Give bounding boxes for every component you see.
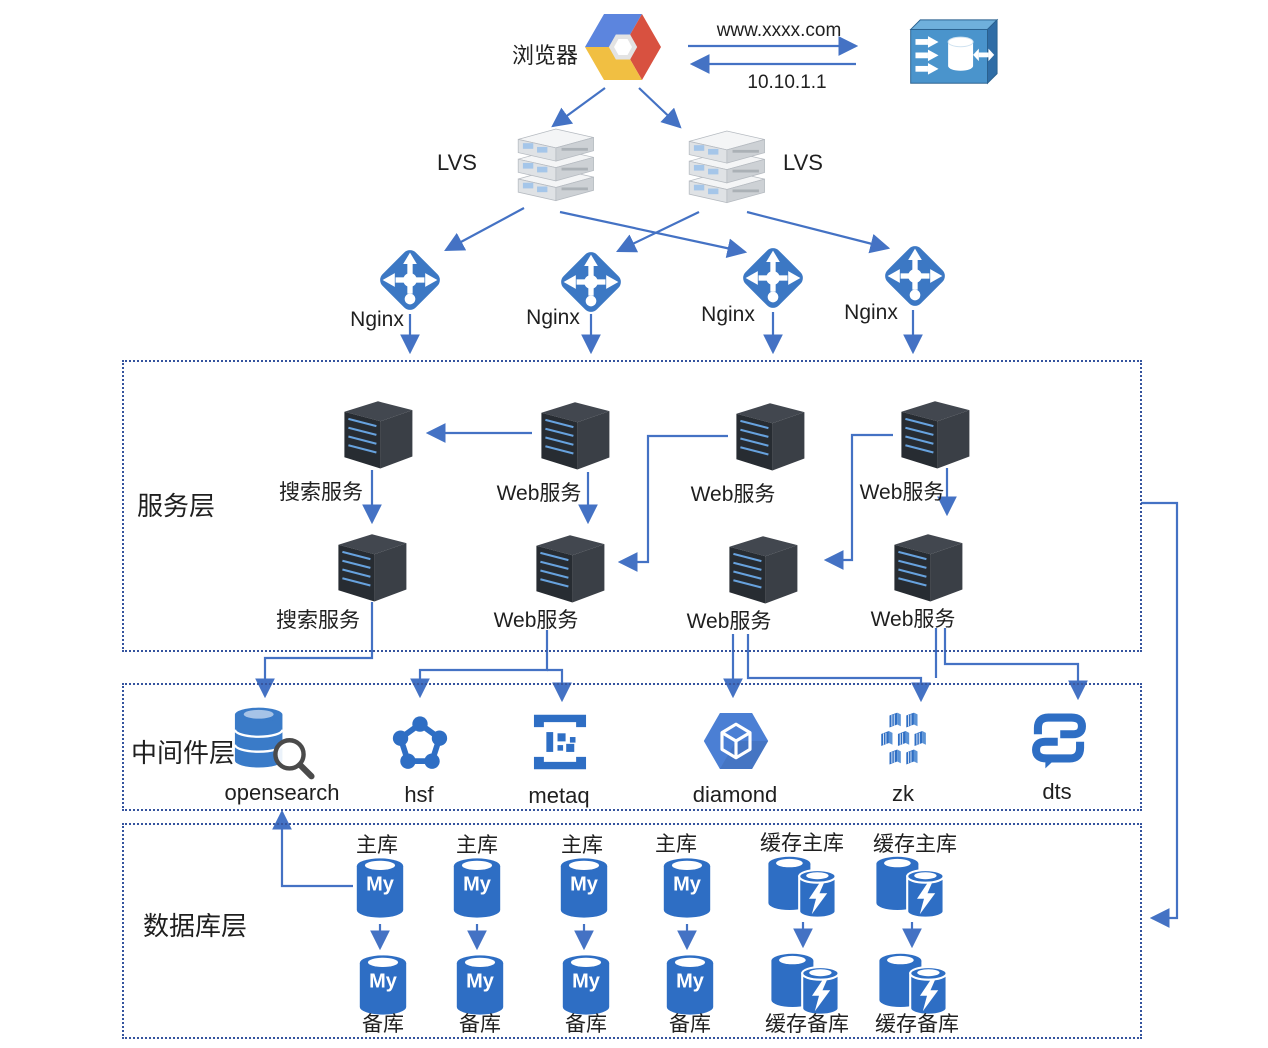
- arrow-lvs2-to-nginx2: [616, 211, 700, 253]
- arrow-browser-to-lvs2: [638, 87, 682, 129]
- lvs-right-label: LVS: [783, 150, 823, 175]
- arrow-service-to-database-right: [1141, 501, 1179, 928]
- cache-master-label: 缓存主库: [760, 832, 844, 855]
- browser-icon: [585, 14, 661, 80]
- service-node-label: 搜索服务: [279, 481, 363, 504]
- middleware-label: zk: [892, 781, 914, 806]
- service-layer-title: 服务层: [137, 491, 216, 521]
- domain-label: www.xxxx.com: [716, 20, 842, 41]
- cache-slave-label: 缓存备库: [765, 1013, 849, 1036]
- ip-label: 10.10.1.1: [747, 72, 827, 93]
- mysql-master-icon: My: [448, 855, 506, 921]
- slave-db-label: 备库: [669, 1013, 711, 1036]
- cache-slave-label: 缓存备库: [875, 1013, 959, 1036]
- web-server-icon: [535, 395, 615, 472]
- opensearch-icon: [227, 704, 315, 780]
- cache-master-label: 缓存主库: [873, 833, 957, 856]
- lvs-left-label: LVS: [437, 150, 477, 175]
- web-server-icon: [530, 528, 610, 605]
- service-node-label: 搜索服务: [276, 609, 360, 632]
- master-db-label: 主库: [356, 834, 398, 857]
- service-node-label: Web服务: [686, 610, 772, 633]
- middleware-label: dts: [1042, 779, 1072, 804]
- mysql-master-icon: My: [351, 855, 409, 921]
- search-server-icon: [338, 394, 418, 471]
- middleware-label: diamond: [692, 782, 778, 807]
- master-db-label: 主库: [456, 834, 498, 857]
- database-layer-title: 数据库层: [143, 911, 248, 941]
- slave-db-label: 备库: [565, 1013, 607, 1036]
- middleware-label: opensearch: [224, 780, 340, 805]
- arrow-browser-to-lvs1: [551, 87, 606, 128]
- web-server-icon: [888, 527, 968, 604]
- diamond-icon: [700, 706, 772, 776]
- database-layer-box: [122, 823, 1142, 1039]
- mysql-master-icon: My: [555, 855, 613, 921]
- dns-server-icon: [903, 16, 999, 89]
- service-node-label: Web服务: [496, 482, 582, 505]
- nginx-label: Nginx: [526, 306, 580, 329]
- middleware-layer-box: [122, 683, 1142, 811]
- master-db-label: 主库: [655, 833, 697, 856]
- browser-label: 浏览器: [511, 43, 579, 68]
- slave-db-label: 备库: [459, 1013, 501, 1036]
- metaq-icon: [529, 711, 591, 773]
- cache-master-icon: [760, 854, 844, 924]
- master-db-label: 主库: [561, 834, 603, 857]
- mysql-slave-icon: My: [661, 952, 719, 1018]
- cache-master-icon: [868, 854, 952, 924]
- middleware-layer-title: 中间件层: [131, 738, 236, 768]
- service-node-label: Web服务: [493, 609, 579, 632]
- lvs-left-icon: [505, 127, 603, 214]
- service-node-label: Web服务: [690, 483, 776, 506]
- service-layer-box: [122, 360, 1142, 652]
- lvs-right-icon: [676, 129, 774, 216]
- web-server-icon: [723, 529, 803, 606]
- nginx-label: Nginx: [701, 303, 755, 326]
- arrow-lvs1-to-nginx1: [444, 207, 525, 252]
- middleware-label: hsf: [404, 782, 434, 807]
- web-server-icon: [895, 394, 975, 471]
- slave-db-label: 备库: [362, 1013, 404, 1036]
- hsf-icon: [388, 710, 452, 774]
- web-server-icon: [730, 396, 810, 473]
- mysql-slave-icon: My: [354, 952, 412, 1018]
- service-node-label: Web服务: [870, 608, 956, 631]
- nginx-label: Nginx: [350, 308, 404, 331]
- nginx-router-icon: [372, 242, 448, 318]
- mysql-slave-icon: My: [451, 952, 509, 1018]
- mysql-slave-icon: My: [557, 952, 615, 1018]
- dts-icon: [1026, 707, 1092, 769]
- mysql-master-icon: My: [658, 855, 716, 921]
- service-node-label: Web服务: [859, 481, 945, 504]
- middleware-label: metaq: [528, 783, 590, 808]
- search-server-icon: [332, 527, 412, 604]
- zk-icon: [874, 711, 936, 769]
- nginx-label: Nginx: [844, 301, 898, 324]
